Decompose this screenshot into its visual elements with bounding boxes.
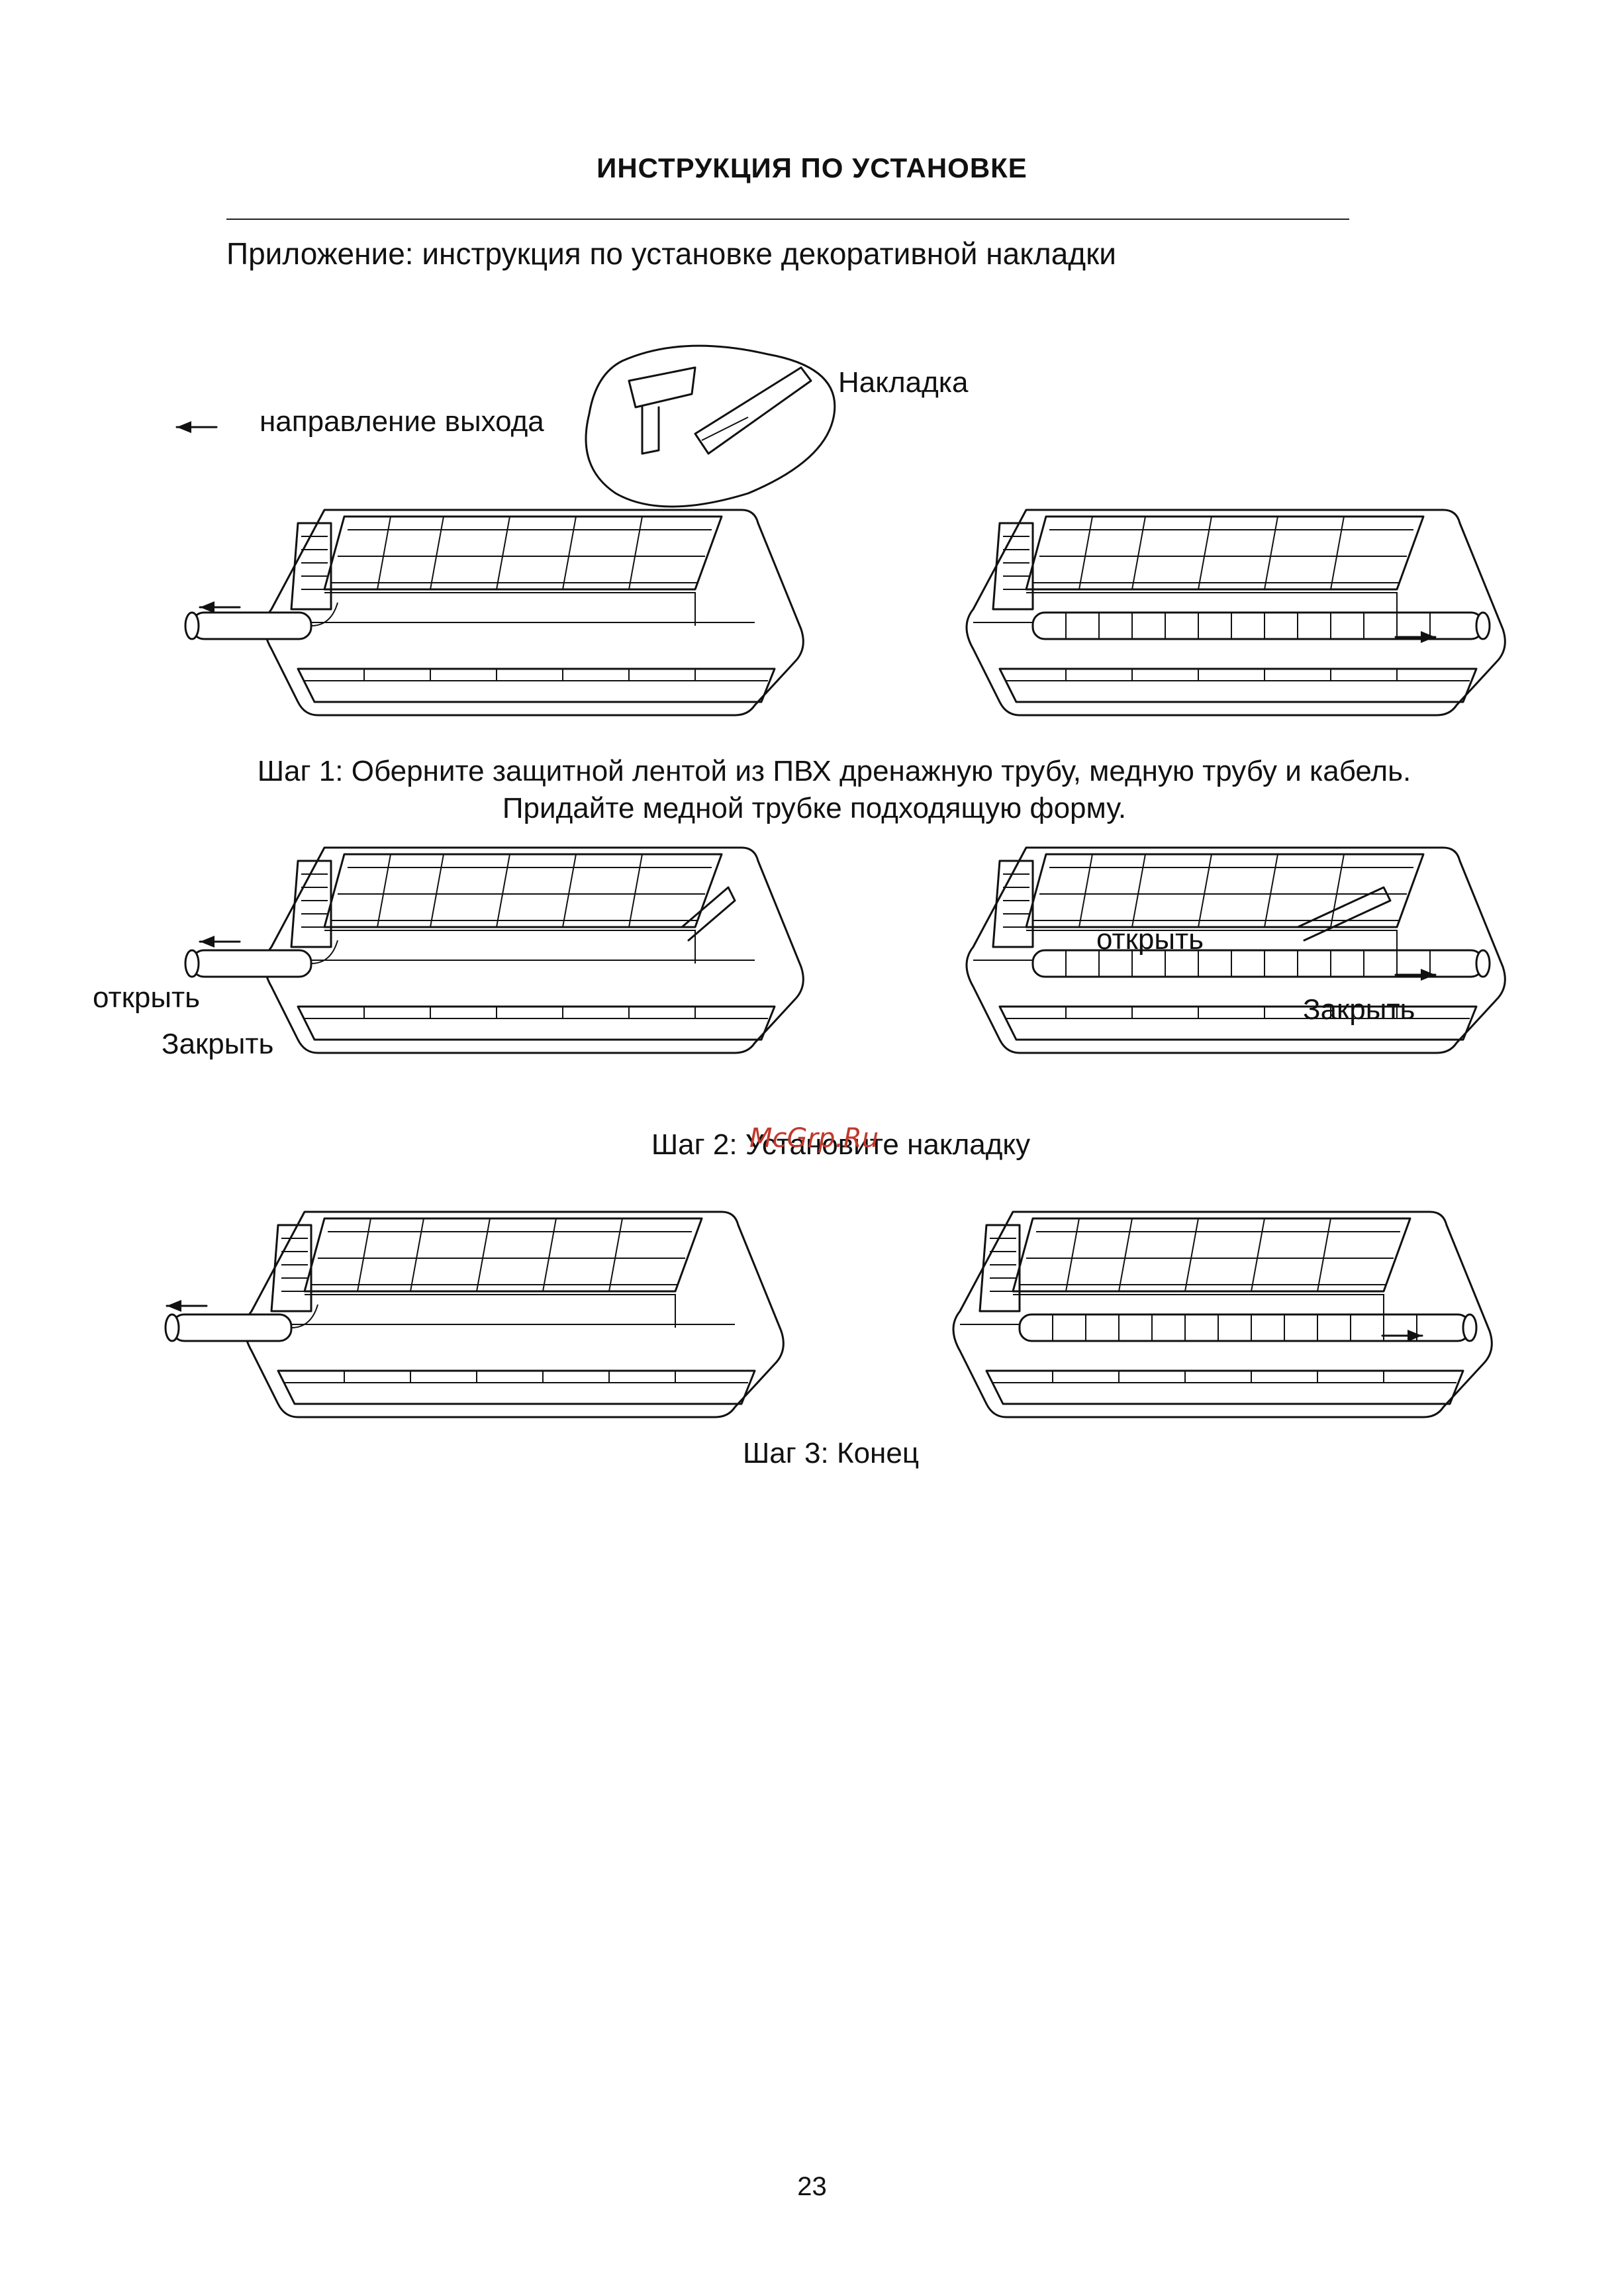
page-number: 23 — [797, 2172, 827, 2201]
arrow-right-icon — [1394, 967, 1437, 982]
arrow-left-icon — [166, 1299, 208, 1313]
page-title: ИНСТРУКЦИЯ ПО УСТАНОВКЕ — [597, 152, 1027, 183]
unit-step1-left — [184, 509, 804, 717]
direction-label: направление выхода — [260, 405, 544, 438]
step2-caption: Шаг 2: Установите накладку — [651, 1128, 1031, 1161]
arrow-right-icon — [1381, 1328, 1423, 1343]
close-label-right: Закрыть — [1303, 993, 1415, 1026]
unit-step2-right — [965, 846, 1506, 1054]
watermark-logo: McGrp.Ru — [749, 1123, 879, 1154]
unit-step2-left — [184, 846, 804, 1054]
open-label-left: открыть — [93, 981, 201, 1014]
close-label-left: Закрыть — [162, 1028, 274, 1060]
header-divider — [226, 219, 1349, 220]
unit-step1-right — [965, 509, 1506, 717]
step1-caption-line2: Придайте медной трубке подходящую форму. — [502, 792, 1127, 824]
unit-step3-right — [952, 1211, 1493, 1418]
direction-arrow-icon — [175, 420, 218, 434]
step1-caption-line1: Шаг 1: Оберните защитной лентой из ПВХ д… — [257, 755, 1411, 787]
arrow-left-icon — [199, 600, 241, 615]
arrow-left-icon — [199, 934, 241, 949]
open-label-right: открыть — [1096, 923, 1204, 956]
arrow-right-icon — [1394, 630, 1437, 644]
step3-caption: Шаг 3: Конец — [742, 1437, 920, 1469]
cover-label: Накладка — [838, 366, 969, 399]
appendix-subtitle: Приложение: инструкция по установке деко… — [226, 236, 1116, 271]
cover-part-icon — [585, 344, 836, 508]
unit-step3-left — [164, 1211, 785, 1418]
